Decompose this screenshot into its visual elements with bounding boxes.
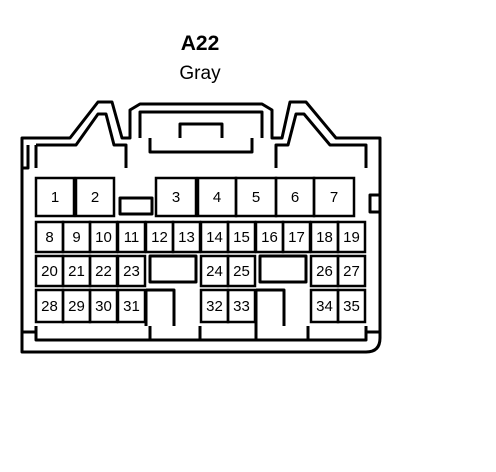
pin-number: 29 [68,298,85,315]
pin-number: 11 [124,229,140,246]
pin-number: 20 [41,263,58,280]
pin-number: 1 [51,189,59,206]
pin-cavity [336,220,367,254]
pin-cavity [116,288,147,324]
lower-pillar-left [144,288,176,326]
left-side-tab [22,145,30,170]
connector-name: A22 [180,32,220,55]
pin-number: 28 [41,298,58,315]
pin-number: 16 [261,229,278,246]
pin-cavity [34,176,76,218]
pin-number: 4 [213,189,221,206]
pin-cavity [226,288,257,324]
connector-color-label: Gray [179,63,221,84]
pin-number: 5 [252,189,260,206]
housing-outline [20,100,382,354]
pin-number: 21 [68,263,85,280]
pin-number: 6 [291,189,299,206]
pin-number: 18 [316,229,333,246]
pin-number: 23 [123,263,140,280]
pin-number: 2 [91,189,99,206]
pin-number: 14 [206,229,223,246]
pin-number: 26 [316,263,333,280]
pin-number: 32 [206,298,223,315]
pin-number: 24 [206,263,223,280]
pin-number: 9 [72,229,80,246]
pin-number: 8 [45,229,53,246]
pin-number: 7 [330,189,338,206]
pin-cavity [74,176,116,218]
pin-number: 10 [95,229,112,246]
pin-cavity [116,254,147,288]
pin-cavity [336,254,367,288]
pin-number: 27 [343,263,360,280]
pin-number: 13 [178,229,195,246]
pin-number: 30 [95,298,112,315]
key-slot-upper [118,196,154,216]
pin-cavity [336,288,367,324]
key-slot-left [148,254,198,284]
pin-number: 22 [95,263,112,280]
pin-number: 33 [233,298,250,315]
pin-number: 31 [123,298,140,315]
lower-pillar-right [254,288,286,326]
pin-number: 35 [343,298,360,315]
pin-cavity [312,176,356,218]
pin-number: 15 [233,229,250,246]
key-slot-right [258,254,308,284]
pin-number: 19 [343,229,360,246]
pin-cavity [226,254,257,288]
right-side-tab [368,193,382,214]
housing-inner-top [34,112,128,168]
housing-inner-top-right [274,112,368,168]
pin-cavity [154,176,198,218]
pin-number: 17 [288,229,305,246]
bottom-foot-mid [198,326,258,340]
pin-number: 25 [233,263,250,280]
pin-number: 34 [316,298,333,315]
latch-block [138,110,264,154]
pin-number: 12 [151,229,168,246]
pin-number: 3 [172,189,180,206]
